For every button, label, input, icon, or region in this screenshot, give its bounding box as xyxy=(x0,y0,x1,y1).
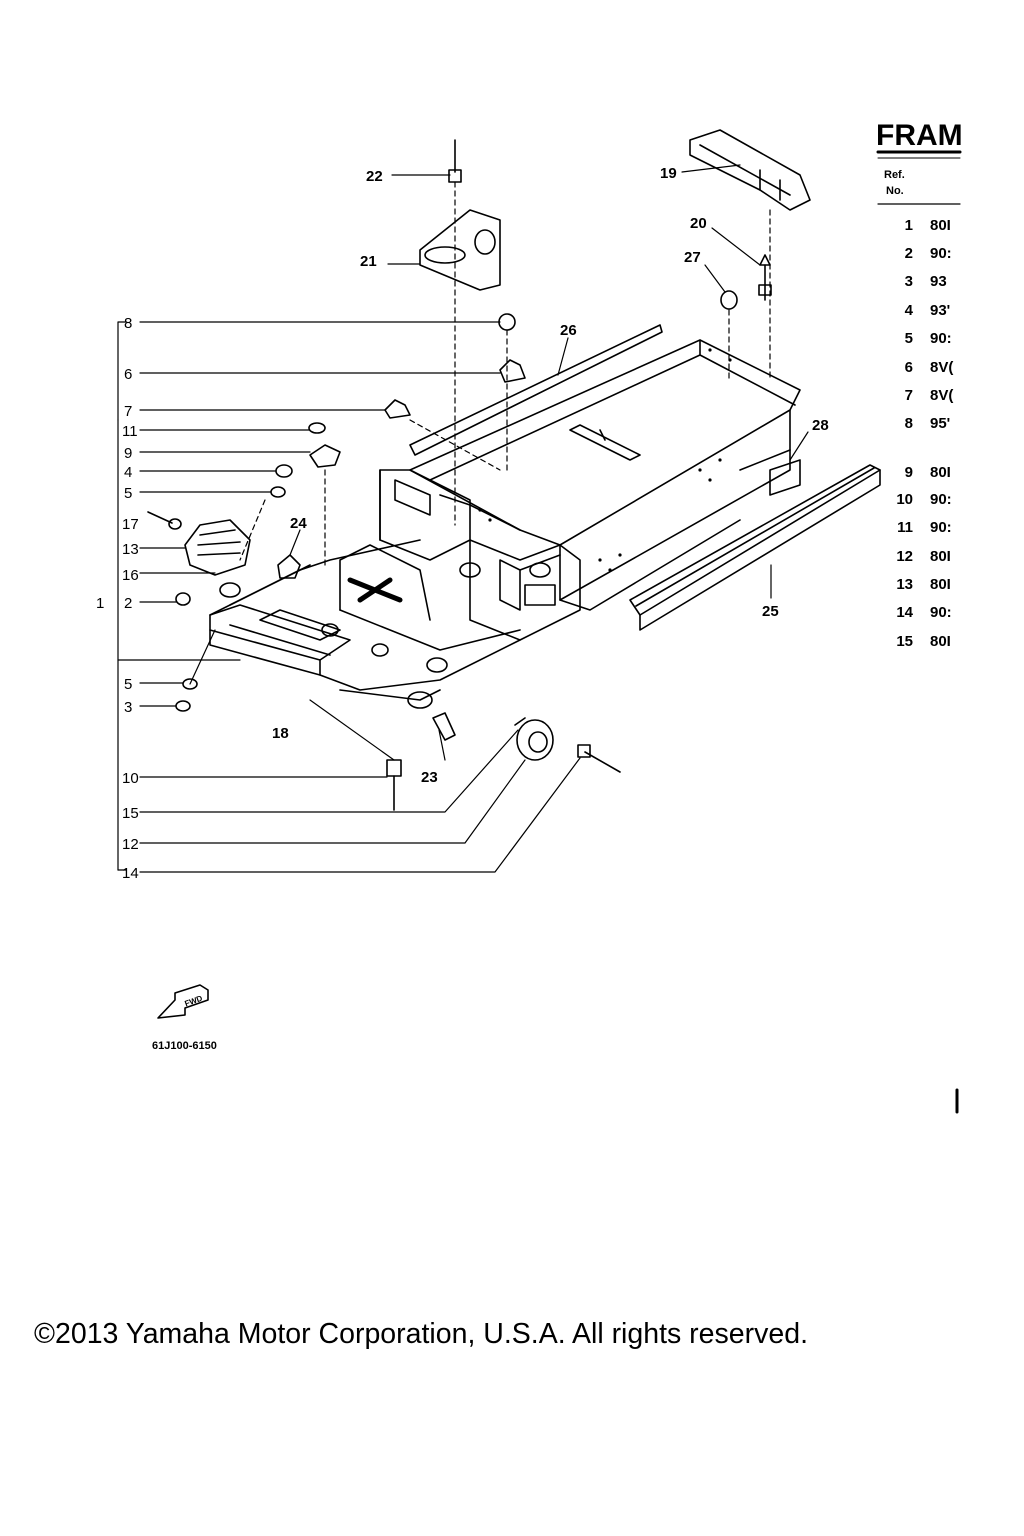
callout-27: 27 xyxy=(684,249,701,266)
table-ref-1: 1 xyxy=(905,217,913,234)
pulley-12 xyxy=(514,717,554,761)
table-part-11: 90: xyxy=(930,519,952,536)
callout-20: 20 xyxy=(690,215,707,232)
table-ref-4: 4 xyxy=(905,302,914,319)
washer-5a xyxy=(270,486,286,498)
left-label-8: 8 xyxy=(124,315,132,332)
table-ref-2: 2 xyxy=(905,245,913,262)
table-ref-13: 13 xyxy=(896,576,913,593)
table-ref-14: 14 xyxy=(896,604,913,621)
table-part-14: 90: xyxy=(930,604,952,621)
table-ref-15: 15 xyxy=(896,633,913,650)
table-ref-6: 6 xyxy=(905,359,913,376)
callout-24: 24 xyxy=(290,515,307,532)
diagram-code: 61J100-6150 xyxy=(152,1040,217,1052)
table-part-7: 8V( xyxy=(930,387,953,404)
table-part-8: 95' xyxy=(930,415,950,432)
table-part-6: 8V( xyxy=(930,359,953,376)
bolt-20 xyxy=(758,254,772,301)
bolt-14 xyxy=(577,744,621,773)
bolt-22 xyxy=(448,139,462,183)
clip-23 xyxy=(432,712,456,741)
table-part-4: 93' xyxy=(930,302,950,319)
callout-28: 28 xyxy=(812,417,829,434)
table-ref-10: 10 xyxy=(896,491,913,508)
table-ref-12: 12 xyxy=(896,548,913,565)
table-part-2: 90: xyxy=(930,245,952,262)
table-part-9: 80I xyxy=(930,464,951,481)
forward-arrow-label: FWD xyxy=(183,994,203,1009)
page-title: FRAM xyxy=(876,119,963,152)
callout-21: 21 xyxy=(360,253,377,270)
damper-13 xyxy=(184,519,251,576)
left-label-13: 13 xyxy=(122,541,139,558)
left-label-2: 2 xyxy=(124,595,132,612)
table-part-3: 93 xyxy=(930,273,947,290)
bolt-17 xyxy=(147,511,182,530)
washer-5b xyxy=(182,678,198,690)
bracket-19 xyxy=(689,129,811,211)
table-part-15: 80I xyxy=(930,633,951,650)
bracket-6 xyxy=(499,359,526,383)
frame-body xyxy=(209,339,801,709)
left-label-16: 16 xyxy=(122,567,139,584)
side-rail-26 xyxy=(409,324,663,456)
left-label-1: 1 xyxy=(96,595,104,612)
table-part-5: 90: xyxy=(930,330,952,347)
left-label-10: 10 xyxy=(122,770,139,787)
nut-3 xyxy=(175,700,191,712)
clip-7 xyxy=(384,399,411,419)
bushing-9 xyxy=(309,444,341,468)
left-label-14: 14 xyxy=(122,865,139,882)
table-part-10: 90: xyxy=(930,491,952,508)
left-label-4: 4 xyxy=(124,464,132,481)
forward-arrow-icon xyxy=(157,984,209,1019)
bracket-24 xyxy=(277,554,301,579)
left-label-11: 11 xyxy=(122,423,138,440)
left-label-5b: 5 xyxy=(124,676,132,693)
callout-19: 19 xyxy=(660,165,677,182)
table-ref-5: 5 xyxy=(905,330,913,347)
table-ref-7: 7 xyxy=(905,387,913,404)
nut-2 xyxy=(175,592,191,606)
table-ref-8: 8 xyxy=(905,415,913,432)
parts-table: 1 80I 2 90: 3 93 4 93' 5 90: 6 8V( 7 8V( 8 95' 9 80I 10 90:… xyxy=(896,217,953,650)
left-label-5a: 5 xyxy=(124,485,132,502)
callout-25: 25 xyxy=(762,603,779,620)
copyright-notice: ©2013 Yamaha Motor Corporation, U.S.A. A… xyxy=(34,1318,808,1350)
left-label-9: 9 xyxy=(124,445,132,462)
left-label-7: 7 xyxy=(124,403,132,420)
callout-26: 26 xyxy=(560,322,577,339)
table-ref-11: 11 xyxy=(897,519,913,536)
mount-plate-21 xyxy=(419,209,501,291)
nut-4 xyxy=(275,464,293,478)
left-label-3: 3 xyxy=(124,699,132,716)
table-header-no: No. xyxy=(886,185,904,197)
left-label-6: 6 xyxy=(124,366,132,383)
table-part-12: 80I xyxy=(930,548,951,565)
callout-22: 22 xyxy=(366,168,383,185)
callout-18: 18 xyxy=(272,725,289,742)
table-part-1: 80I xyxy=(930,217,951,234)
washer-11 xyxy=(308,422,326,434)
left-label-17: 17 xyxy=(122,516,139,533)
decal-28 xyxy=(769,459,801,496)
cap-27 xyxy=(720,290,738,310)
table-part-13: 80I xyxy=(930,576,951,593)
bolt-10 xyxy=(386,759,402,811)
callout-23: 23 xyxy=(421,769,438,786)
nut-8 xyxy=(498,313,516,331)
table-ref-3: 3 xyxy=(905,273,913,290)
left-label-12: 12 xyxy=(122,836,139,853)
table-ref-9: 9 xyxy=(905,464,913,481)
left-label-15: 15 xyxy=(122,805,139,822)
table-header-ref: Ref. xyxy=(884,169,905,181)
